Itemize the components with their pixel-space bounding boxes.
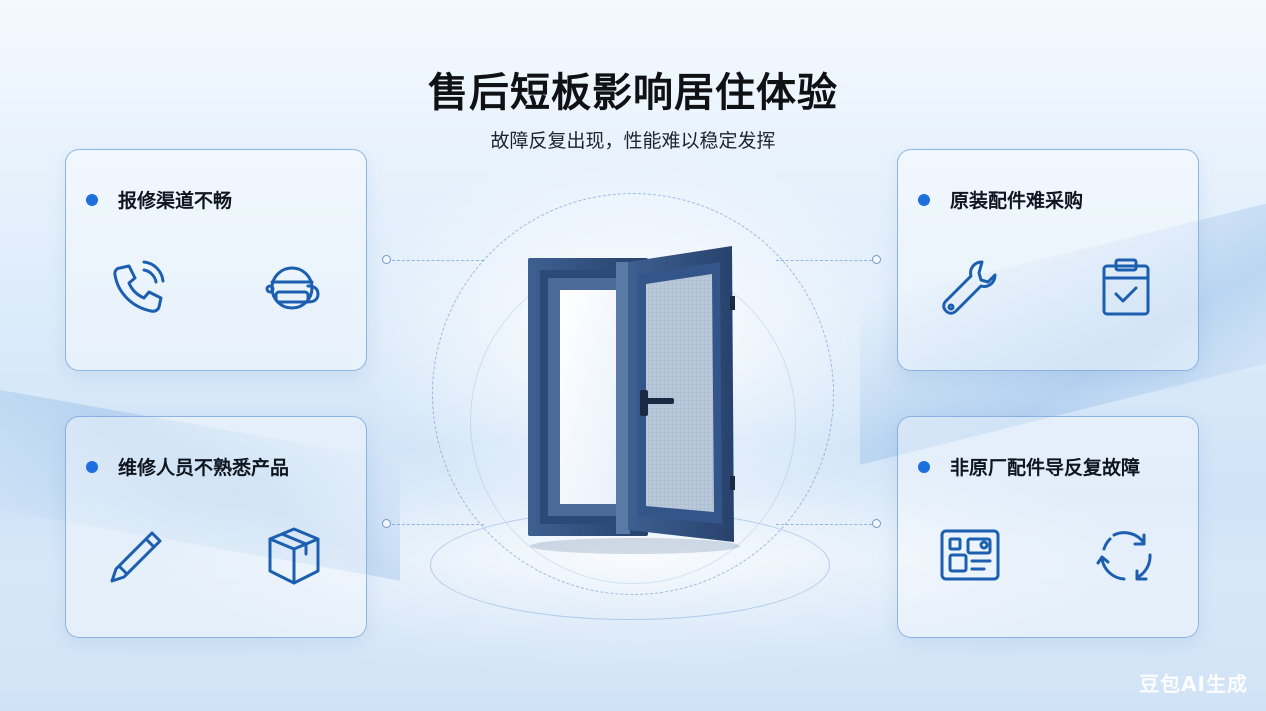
connector-node: [382, 519, 391, 528]
connector-line: [776, 260, 872, 261]
open-casement-window-icon: [520, 240, 750, 560]
card-original-parts: 原装配件难采购: [897, 149, 1199, 371]
wrench-icon: [938, 256, 1002, 320]
card-label: 原装配件难采购: [950, 190, 1084, 212]
bullet-dot: [86, 193, 98, 206]
card-label: 非原厂配件导反复故障: [950, 457, 1141, 479]
phone-call-icon: [106, 256, 170, 320]
connector-node: [872, 519, 881, 528]
connector-line: [392, 524, 484, 525]
connector-line: [776, 524, 872, 525]
cycle-arrows-icon: [1094, 523, 1158, 587]
bullet-dot: [918, 193, 930, 206]
card-header: 非原厂配件导反复故障: [918, 453, 1140, 480]
card-header: 维修人员不熟悉产品: [86, 453, 289, 480]
card-label: 报修渠道不畅: [118, 190, 233, 212]
screwdriver-icon: [106, 523, 170, 587]
watermark: 豆包AI生成: [1139, 672, 1248, 696]
bullet-dot: [918, 460, 930, 473]
connector-line: [392, 260, 484, 261]
customer-service-headset-icon: [262, 256, 326, 320]
bullet-dot: [86, 460, 98, 473]
card-repair-channel: 报修渠道不畅: [65, 149, 367, 371]
parts-panel-icon: [938, 523, 1002, 587]
page-subtitle: 故障反复出现，性能难以稳定发挥: [490, 130, 776, 152]
card-technician-unfamiliar: 维修人员不熟悉产品: [65, 416, 367, 638]
card-header: 报修渠道不畅: [86, 186, 232, 213]
page-title: 售后短板影响居住体验: [428, 70, 838, 116]
connector-node: [382, 255, 391, 264]
card-header: 原装配件难采购: [918, 186, 1083, 213]
package-box-icon: [262, 523, 326, 587]
card-non-original-parts: 非原厂配件导反复故障: [897, 416, 1199, 638]
connector-node: [872, 255, 881, 264]
card-label: 维修人员不熟悉产品: [118, 457, 290, 479]
clipboard-check-icon: [1094, 256, 1158, 320]
